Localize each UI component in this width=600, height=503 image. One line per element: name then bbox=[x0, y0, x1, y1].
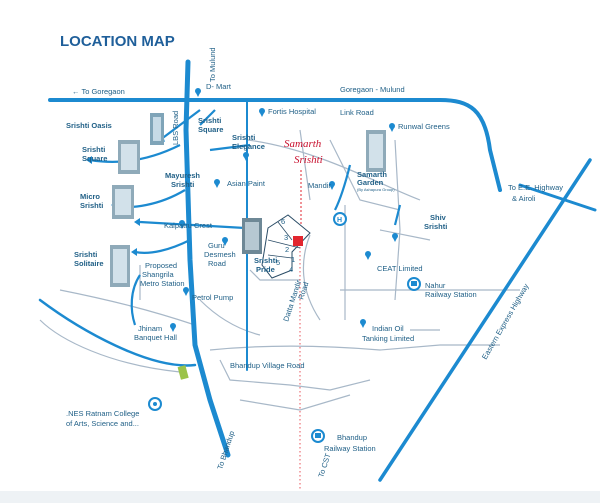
metro-label-a: Proposed bbox=[145, 261, 177, 270]
srishti-solitaire-label-a: Srishti bbox=[74, 250, 97, 259]
srishti-square2-label-a: Srishti bbox=[198, 116, 221, 125]
circle-markers: H bbox=[148, 212, 421, 443]
asian-paint-label: Asian Paint bbox=[227, 179, 266, 188]
srishti-elegance-label-b: Elegance bbox=[232, 142, 265, 151]
building-icon bbox=[366, 130, 386, 172]
pin-icon bbox=[214, 179, 220, 188]
location-pins bbox=[170, 88, 398, 332]
plot-number: 5 bbox=[276, 258, 280, 267]
pin-icon bbox=[360, 319, 366, 328]
samarth-logo-line2: Srishti bbox=[294, 154, 323, 166]
jhinam-label-a: Jhinam bbox=[138, 324, 162, 333]
indian-oil-label-a: Indian Oil bbox=[372, 324, 404, 333]
airoli-label: & Airoli bbox=[512, 194, 536, 203]
to-bhandup-label: To Bhandup bbox=[215, 430, 236, 471]
samarth-garden-label-a: Samarth bbox=[357, 170, 387, 179]
nes-college-label-a: .NES Ratnam College bbox=[66, 409, 139, 418]
micro-srishti-label-b: Srishti bbox=[80, 201, 103, 210]
bottom-strip bbox=[0, 491, 600, 503]
kalpatru-label: Kalpatru Crest bbox=[164, 221, 213, 230]
srishti-pride-label-a: Srishti bbox=[254, 256, 277, 265]
bhandup-village-label: Bhandup Village Road bbox=[230, 361, 305, 370]
plot-number: 6 bbox=[281, 217, 285, 226]
plot-number: 4 bbox=[289, 265, 293, 274]
mayuresh-label-a: Mayuresh bbox=[165, 171, 200, 180]
minor-roads bbox=[39, 129, 520, 411]
nahur-label-b: Railway Station bbox=[425, 290, 477, 299]
srishti-solitaire-label-b: Solitaire bbox=[74, 259, 104, 268]
to-ee-highway-label: To E.E. Highway bbox=[508, 183, 563, 192]
metro-marker bbox=[177, 365, 189, 380]
srishti-square2-label-b: Square bbox=[198, 125, 223, 134]
to-mulund-label: To Mulund bbox=[208, 47, 217, 82]
building-icon bbox=[118, 140, 140, 174]
hospital-icon bbox=[333, 212, 347, 226]
pin-icon bbox=[392, 233, 398, 242]
bhandup-station-label-a: Bhandup bbox=[337, 433, 367, 442]
building-icon bbox=[150, 113, 164, 145]
pin-icon bbox=[222, 237, 228, 246]
samarth-logo-line1: Samarth bbox=[284, 138, 322, 150]
nahur-label-a: Nahur bbox=[425, 281, 446, 290]
eastern-express-label: Eastern Express Highway bbox=[480, 282, 531, 361]
metro-label-b: Shangrila bbox=[142, 270, 175, 279]
ceat-label: CEAT Limited bbox=[377, 264, 423, 273]
to-cst-label: To CST bbox=[316, 452, 332, 479]
plot-number: 2 bbox=[285, 245, 289, 254]
shiv-srishti-label-a: Shiv bbox=[430, 213, 447, 222]
link-road-label: Link Road bbox=[340, 108, 374, 117]
map-title: LOCATION MAP bbox=[60, 33, 175, 50]
fortis-label: Fortis Hospital bbox=[268, 107, 316, 116]
pin-icon bbox=[365, 251, 371, 260]
petrol-pump-label: Petrol Pump bbox=[192, 293, 233, 302]
d-mart-label: D- Mart bbox=[206, 82, 232, 91]
pin-icon bbox=[259, 108, 265, 117]
pin-icon bbox=[243, 152, 249, 161]
lbs-road-label: LBS Road bbox=[171, 111, 180, 145]
samarth-logo: Samarth Srishti bbox=[284, 138, 323, 166]
bhandup-station-label-b: Railway Station bbox=[324, 444, 376, 453]
micro-srishti-label-a: Micro bbox=[80, 192, 100, 201]
shiv-srishti-label-b: Srishti bbox=[424, 222, 447, 231]
guru-label-b: Desmesh bbox=[204, 250, 236, 259]
pin-icon bbox=[183, 287, 189, 296]
mandir-label: Mandir bbox=[308, 181, 331, 190]
guru-label-a: Guru bbox=[208, 241, 225, 250]
jhinam-label-b: Banquet Hall bbox=[134, 333, 177, 342]
pin-icon bbox=[195, 88, 201, 97]
building-icon bbox=[112, 185, 134, 219]
indian-oil-label-b: Tanking Limited bbox=[362, 334, 414, 343]
srishti-square-label-a: Srishti bbox=[82, 145, 105, 154]
plot-number: 1 bbox=[291, 255, 295, 264]
guru-label-c: Road bbox=[208, 259, 226, 268]
pin-icon bbox=[329, 181, 335, 190]
pin-icon bbox=[170, 323, 176, 332]
pin-icon bbox=[179, 220, 185, 229]
srishti-pride-label-b: Pride bbox=[256, 265, 275, 274]
pin-icon bbox=[389, 123, 395, 132]
srishti-square-label-b: Square bbox=[82, 154, 107, 163]
hospital-icon-glyph: H bbox=[337, 217, 342, 224]
place-labels: D- Mart Fortis Hospital Runwal Greens Sr… bbox=[66, 82, 477, 453]
runwal-label: Runwal Greens bbox=[398, 122, 450, 131]
srishti-elegance-label-a: Srishti bbox=[232, 133, 255, 142]
to-goregaon-label: ← To Goregaon bbox=[72, 87, 125, 96]
goregaon-mulund-label: Goregaon - Mulund bbox=[340, 85, 405, 94]
srishti-oasis-label: Srishti Oasis bbox=[66, 121, 112, 130]
metro-label-c: Metro Station bbox=[140, 279, 185, 288]
samarth-garden-label-b: Garden bbox=[357, 178, 384, 187]
samarth-plot-highlight bbox=[293, 236, 303, 246]
nes-college-label-b: of Arts, Science and... bbox=[66, 419, 139, 428]
building-icons bbox=[110, 113, 386, 287]
mayuresh-label-b: Srishti bbox=[171, 180, 194, 189]
building-icon bbox=[110, 245, 130, 287]
building-icon bbox=[242, 218, 262, 254]
samarth-garden-label-c: (By Ashapura Group) bbox=[357, 187, 395, 192]
plot-number: 3 bbox=[284, 233, 288, 242]
plot-layout: 6 3 2 1 4 5 bbox=[261, 214, 311, 279]
